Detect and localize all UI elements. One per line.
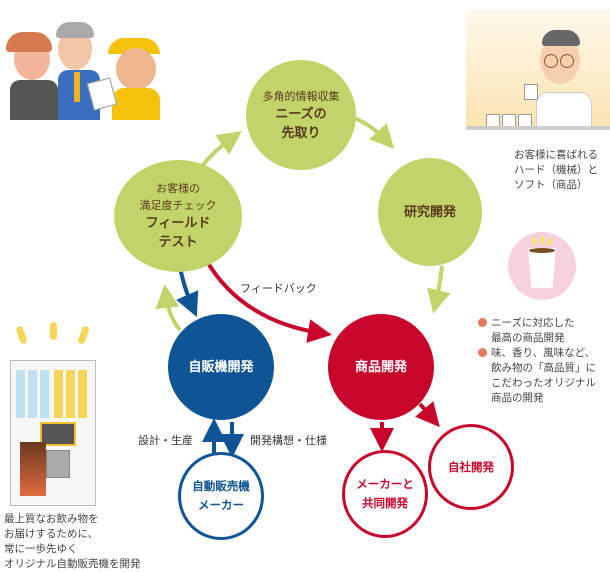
research-title: 研究開発 — [403, 204, 456, 220]
planning-specs-label: 開発構想・仕様 — [250, 434, 327, 447]
bullet-icon — [478, 348, 487, 357]
bottom-left-note-line: お届けするために、 — [4, 528, 99, 540]
field-test-title-line1: フィールド — [145, 216, 211, 231]
note-text: ニーズに対応した — [491, 317, 575, 329]
researcher-illustration — [466, 10, 610, 130]
field-test-title-line2: テスト — [158, 235, 198, 250]
vending-dev-title: 自販機開発 — [188, 359, 254, 375]
arrow-product-to-inhouse — [415, 401, 440, 428]
needs-title-line2: 先取り — [281, 125, 321, 141]
product-dev-title: 商品開発 — [354, 359, 407, 375]
arrow-research-to-product — [427, 265, 451, 314]
product-note-item: ニーズに対応した 最高の商品開発 — [478, 316, 596, 346]
joint-dev-title-line2: 共同開発 — [362, 496, 408, 510]
arrow-needs-to-research — [354, 116, 395, 149]
bullet-icon — [478, 318, 487, 327]
arrow-fieldtest-to-vending — [176, 267, 199, 317]
field-test-node: お客様の 満足度チェック フィールド テスト — [114, 160, 242, 272]
product-notes: ニーズに対応した 最高の商品開発 味、香り、風味など、 飲み物の「高品質」に こ… — [478, 316, 596, 406]
arrow-feedback — [203, 257, 332, 343]
note-text: 飲み物の「高品質」に — [491, 362, 596, 374]
vending-dev-node: 自販機開発 — [168, 314, 274, 420]
vending-machine-illustration — [6, 320, 98, 510]
joint-dev-node: メーカーと 共同開発 — [342, 450, 428, 538]
needs-node: 多角的情報収集 ニーズの 先取り — [246, 60, 356, 170]
note-text: こだわったオリジナル — [491, 377, 596, 389]
top-right-note-line: ソフト（商品） — [514, 179, 588, 191]
vending-maker-title-line2: メーカー — [198, 498, 244, 512]
bottom-left-note-line: オリジナル自動販売機を開発 — [4, 558, 141, 570]
arrow-fieldtest-to-needs — [198, 131, 242, 170]
note-text: 商品の開発 — [491, 392, 544, 404]
vending-maker-node: 自動販売機 メーカー — [178, 452, 264, 540]
inhouse-dev-node: 自社開発 — [428, 424, 514, 510]
needs-subtitle: 多角的情報収集 — [262, 89, 340, 103]
feedback-label: フィードバック — [240, 282, 317, 295]
research-node: 研究開発 — [378, 158, 482, 266]
top-right-note: お客様に喜ばれる ハード（機械）と ソフト（商品） — [514, 148, 598, 193]
bottom-left-note-line: 最上質なお飲み物を — [4, 513, 99, 525]
bottom-left-note-line: 常に一歩先ゆく — [4, 543, 78, 555]
top-right-note-line: お客様に喜ばれる — [514, 149, 598, 161]
coffee-cup-illustration — [508, 232, 576, 300]
joint-dev-title-line1: メーカーと — [356, 477, 414, 491]
vending-maker-title-line1: 自動販売機 — [192, 479, 250, 493]
inhouse-dev-title: 自社開発 — [448, 459, 494, 474]
note-text: 最高の商品開発 — [491, 332, 565, 344]
note-text: 味、香り、風味など、 — [491, 347, 596, 359]
needs-title-line1: ニーズの — [275, 106, 327, 122]
field-test-sub-line2: 満足度チェック — [139, 199, 217, 212]
arrow-vending-to-fieldtest — [155, 284, 182, 332]
field-test-sub-line1: お客様の — [156, 182, 200, 195]
bottom-left-note: 最上質なお飲み物を お届けするために、 常に一歩先ゆく オリジナル自動販売機を開… — [4, 512, 141, 572]
customers-illustration — [0, 8, 160, 120]
design-production-label: 設計・生産 — [138, 434, 193, 447]
product-note-item: 味、香り、風味など、 飲み物の「高品質」に こだわったオリジナル 商品の開発 — [478, 346, 596, 406]
top-right-note-line: ハード（機械）と — [514, 164, 598, 176]
product-dev-node: 商品開発 — [328, 314, 434, 420]
